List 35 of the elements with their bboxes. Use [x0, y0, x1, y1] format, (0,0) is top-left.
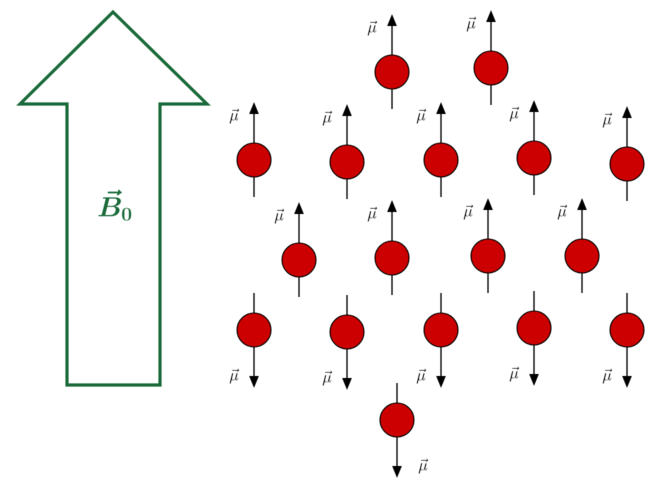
moment-label: $\vec{\mu}$	[602, 112, 612, 128]
spin-ball	[423, 142, 459, 178]
spin-ball	[329, 144, 365, 180]
spin-ball	[374, 54, 410, 90]
field-label: $\vec{B}_0$	[98, 190, 132, 221]
moment-label: $\vec{\mu}$	[510, 106, 520, 122]
moment-label: $\vec{\mu}$	[466, 16, 476, 32]
spin-ball	[374, 240, 410, 276]
moment-label: $\vec{\mu}$	[274, 208, 284, 224]
moment-label: $\vec{\mu}$	[368, 20, 378, 36]
spin-ball	[236, 312, 272, 348]
moment-label: $\vec{\mu}$	[230, 108, 240, 124]
moment-label: $\vec{\mu}$	[416, 108, 426, 124]
spin-ball	[473, 50, 509, 86]
spin-ball	[281, 242, 317, 278]
moment-label: $\vec{\mu}$	[602, 368, 612, 384]
spin-ball	[609, 146, 645, 182]
spin-ball	[516, 310, 552, 346]
moment-label: $\vec{\mu}$	[558, 204, 568, 220]
spin-ball	[564, 238, 600, 274]
moment-label: $\vec{\mu}$	[322, 370, 332, 386]
moment-label: $\vec{\mu}$	[416, 368, 426, 384]
moment-label: $\vec{\mu}$	[418, 458, 428, 474]
moment-label: $\vec{\mu}$	[230, 368, 240, 384]
spin-ball	[329, 314, 365, 350]
spin-ball	[470, 238, 506, 274]
spin-ball	[516, 140, 552, 176]
moment-label: $\vec{\mu}$	[464, 204, 474, 220]
spin-ball	[609, 312, 645, 348]
moment-label: $\vec{\mu}$	[510, 366, 520, 382]
spin-ball	[236, 142, 272, 178]
spin-ball	[379, 402, 415, 438]
spin-ball	[423, 312, 459, 348]
moment-label: $\vec{\mu}$	[322, 110, 332, 126]
moment-label: $\vec{\mu}$	[368, 206, 378, 222]
